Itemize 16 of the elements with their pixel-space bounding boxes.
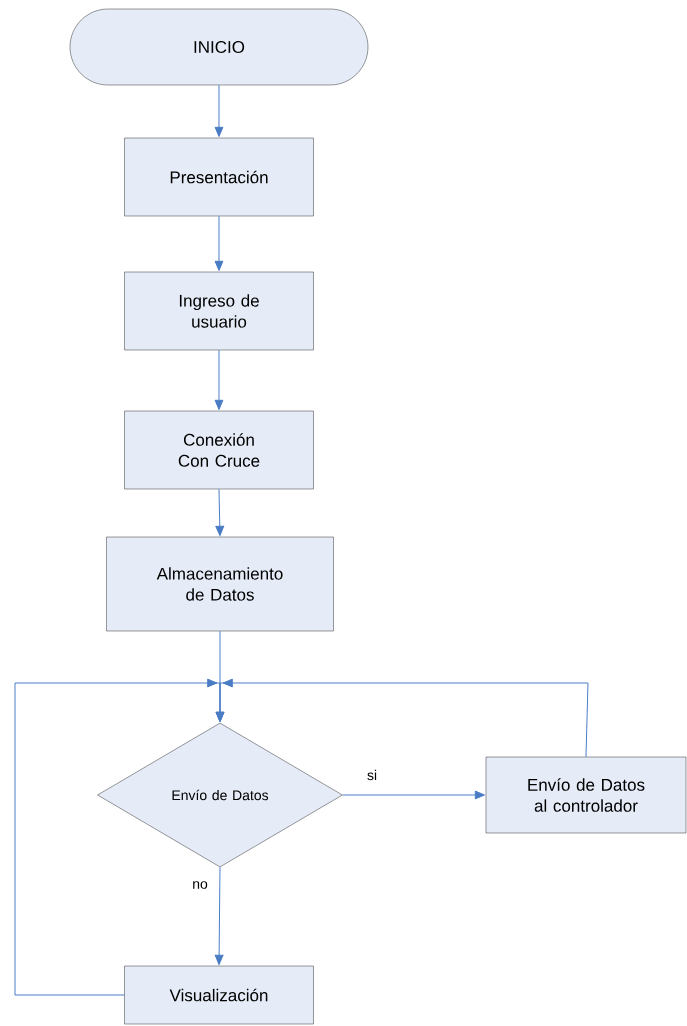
arrow	[215, 488, 225, 536]
edge-label: no	[191, 880, 209, 890]
process-box: Visualización	[124, 965, 314, 1025]
arrow	[214, 349, 224, 410]
process-box: Almacenamiento de Datos	[106, 536, 334, 632]
arrow	[214, 215, 224, 271]
process-box: Conexión Con Cruce	[124, 410, 314, 490]
arrow	[342, 790, 485, 800]
process-box: Ingreso de usuario	[124, 271, 314, 351]
process-box: Envío de Datos al controlador	[485, 756, 687, 834]
arrow	[214, 866, 224, 965]
process-box: Presentación	[124, 137, 314, 217]
edge-label: si	[365, 768, 379, 782]
arrow	[214, 84, 224, 137]
arrow	[14, 678, 225, 996]
start-terminal: INICIO	[69, 8, 369, 86]
